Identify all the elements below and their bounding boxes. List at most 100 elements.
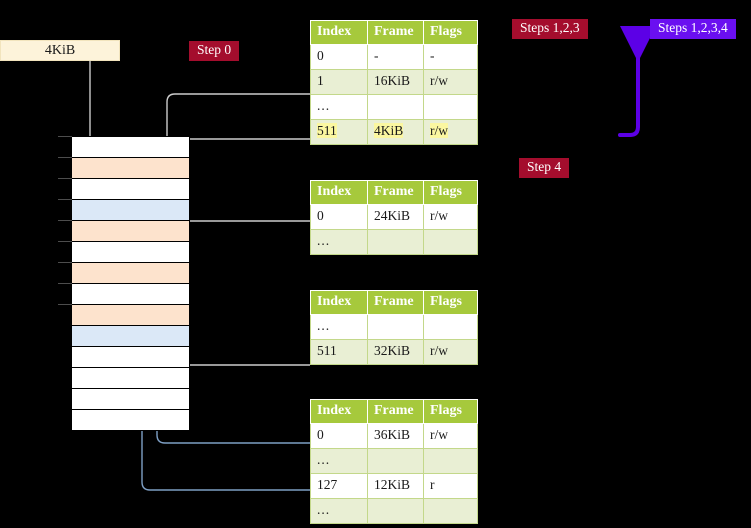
page-size-box: 4KiB: [0, 40, 120, 61]
memory-cell: [71, 388, 190, 410]
table-row[interactable]: 511 32KiB r/w: [310, 339, 478, 366]
cell-flags: [423, 448, 478, 475]
column-header-index: Index: [310, 398, 368, 425]
page-table-level4: Index Frame Flags 0 - - 1 16KiB r/w ...: [310, 19, 478, 146]
cell-flags: [423, 314, 478, 341]
cell-index: ...: [310, 314, 368, 341]
cell-index: 511: [310, 339, 368, 366]
table-header-row: Index Frame Flags: [310, 19, 478, 46]
page-table-level2: Index Frame Flags ... 511 32KiB r/w: [310, 289, 478, 366]
cell-flags: r/w: [423, 339, 478, 366]
column-header-flags: Flags: [423, 179, 478, 206]
cell-index: 511: [310, 119, 368, 146]
memory-tick: [58, 157, 72, 158]
badge-steps-1234: Steps 1,2,3,4: [650, 19, 736, 39]
memory-cell: [71, 178, 190, 200]
column-header-index: Index: [310, 179, 368, 206]
memory-tick: [58, 220, 72, 221]
cell-frame: 24KiB: [367, 204, 424, 231]
memory-cell: [71, 241, 190, 263]
cell-frame: [367, 448, 424, 475]
badge-steps-123: Steps 1,2,3: [512, 19, 588, 39]
table-row[interactable]: 0 - -: [310, 44, 478, 71]
physical-memory-column: [71, 136, 190, 431]
cell-flags: r/w: [423, 119, 478, 146]
memory-tick: [58, 304, 72, 305]
table-row[interactable]: 127 12KiB r: [310, 473, 478, 500]
cell-index: ...: [310, 94, 368, 121]
memory-tick: [58, 178, 72, 179]
table-row[interactable]: 0 36KiB r/w: [310, 423, 478, 450]
table-header-row: Index Frame Flags: [310, 398, 478, 425]
column-header-index: Index: [310, 289, 368, 316]
memory-cell: [71, 304, 190, 326]
memory-cell: [71, 262, 190, 284]
cell-frame: 32KiB: [367, 339, 424, 366]
cell-flags: r/w: [423, 423, 478, 450]
table-header-row: Index Frame Flags: [310, 289, 478, 316]
page-size-label: 4KiB: [44, 42, 76, 58]
page-table-level3: Index Frame Flags 0 24KiB r/w ...: [310, 179, 478, 256]
memory-cell: [71, 409, 190, 431]
cell-frame: 4KiB: [367, 119, 424, 146]
wire-table1-0-to-memory: [174, 220, 310, 278]
cell-flags: [423, 498, 478, 525]
table-row[interactable]: 0 24KiB r/w: [310, 204, 478, 231]
column-header-frame: Frame: [367, 289, 424, 316]
memory-cell: [71, 325, 190, 347]
memory-cell: [71, 136, 190, 158]
cell-index: ...: [310, 448, 368, 475]
badge-step-0: Step 0: [189, 41, 240, 61]
cell-flags: r/w: [423, 204, 478, 231]
cell-flags: r: [423, 473, 478, 500]
memory-cell: [71, 220, 190, 242]
memory-cell: [71, 367, 190, 389]
column-header-index: Index: [310, 19, 368, 46]
cell-index: 0: [310, 44, 368, 71]
memory-cell: [71, 157, 190, 179]
memory-tick: [58, 283, 72, 284]
cell-frame: [367, 94, 424, 121]
table-header-row: Index Frame Flags: [310, 179, 478, 206]
column-header-flags: Flags: [423, 398, 478, 425]
cell-frame: [367, 498, 424, 525]
cell-flags: -: [423, 44, 478, 71]
table-row[interactable]: ...: [310, 314, 478, 341]
cell-index: 1: [310, 69, 368, 96]
memory-cell: [71, 199, 190, 221]
memory-tick: [58, 199, 72, 200]
column-header-frame: Frame: [367, 179, 424, 206]
cell-flags: r/w: [423, 69, 478, 96]
column-header-frame: Frame: [367, 398, 424, 425]
column-header-frame: Frame: [367, 19, 424, 46]
cell-flags: [423, 229, 478, 256]
cell-frame: 36KiB: [367, 423, 424, 450]
memory-tick: [58, 241, 72, 242]
purple-loop-arrow: [618, 26, 656, 137]
table-row-highlighted[interactable]: 511 4KiB r/w: [310, 119, 478, 146]
cell-frame: -: [367, 44, 424, 71]
cell-index: 0: [310, 204, 368, 231]
memory-tick: [58, 262, 72, 263]
table-row[interactable]: ...: [310, 498, 478, 525]
badge-step-0-label: Step 0: [197, 42, 232, 57]
memory-tick: [58, 136, 72, 137]
table-row[interactable]: 1 16KiB r/w: [310, 69, 478, 96]
cell-frame: 12KiB: [367, 473, 424, 500]
table-row[interactable]: ...: [310, 448, 478, 475]
cell-index: ...: [310, 498, 368, 525]
page-table-level1: Index Frame Flags 0 36KiB r/w ... 127 12…: [310, 398, 478, 525]
memory-cell: [71, 283, 190, 305]
table-row[interactable]: ...: [310, 229, 478, 256]
memory-cell: [71, 346, 190, 368]
cell-index: ...: [310, 229, 368, 256]
cell-index: 0: [310, 423, 368, 450]
cell-frame: [367, 314, 424, 341]
table-row[interactable]: ...: [310, 94, 478, 121]
badge-step-4-label: Step 4: [527, 159, 562, 174]
badge-step-4: Step 4: [519, 158, 570, 178]
column-header-flags: Flags: [423, 19, 478, 46]
cell-frame: [367, 229, 424, 256]
badge-steps-123-label: Steps 1,2,3: [520, 20, 580, 35]
